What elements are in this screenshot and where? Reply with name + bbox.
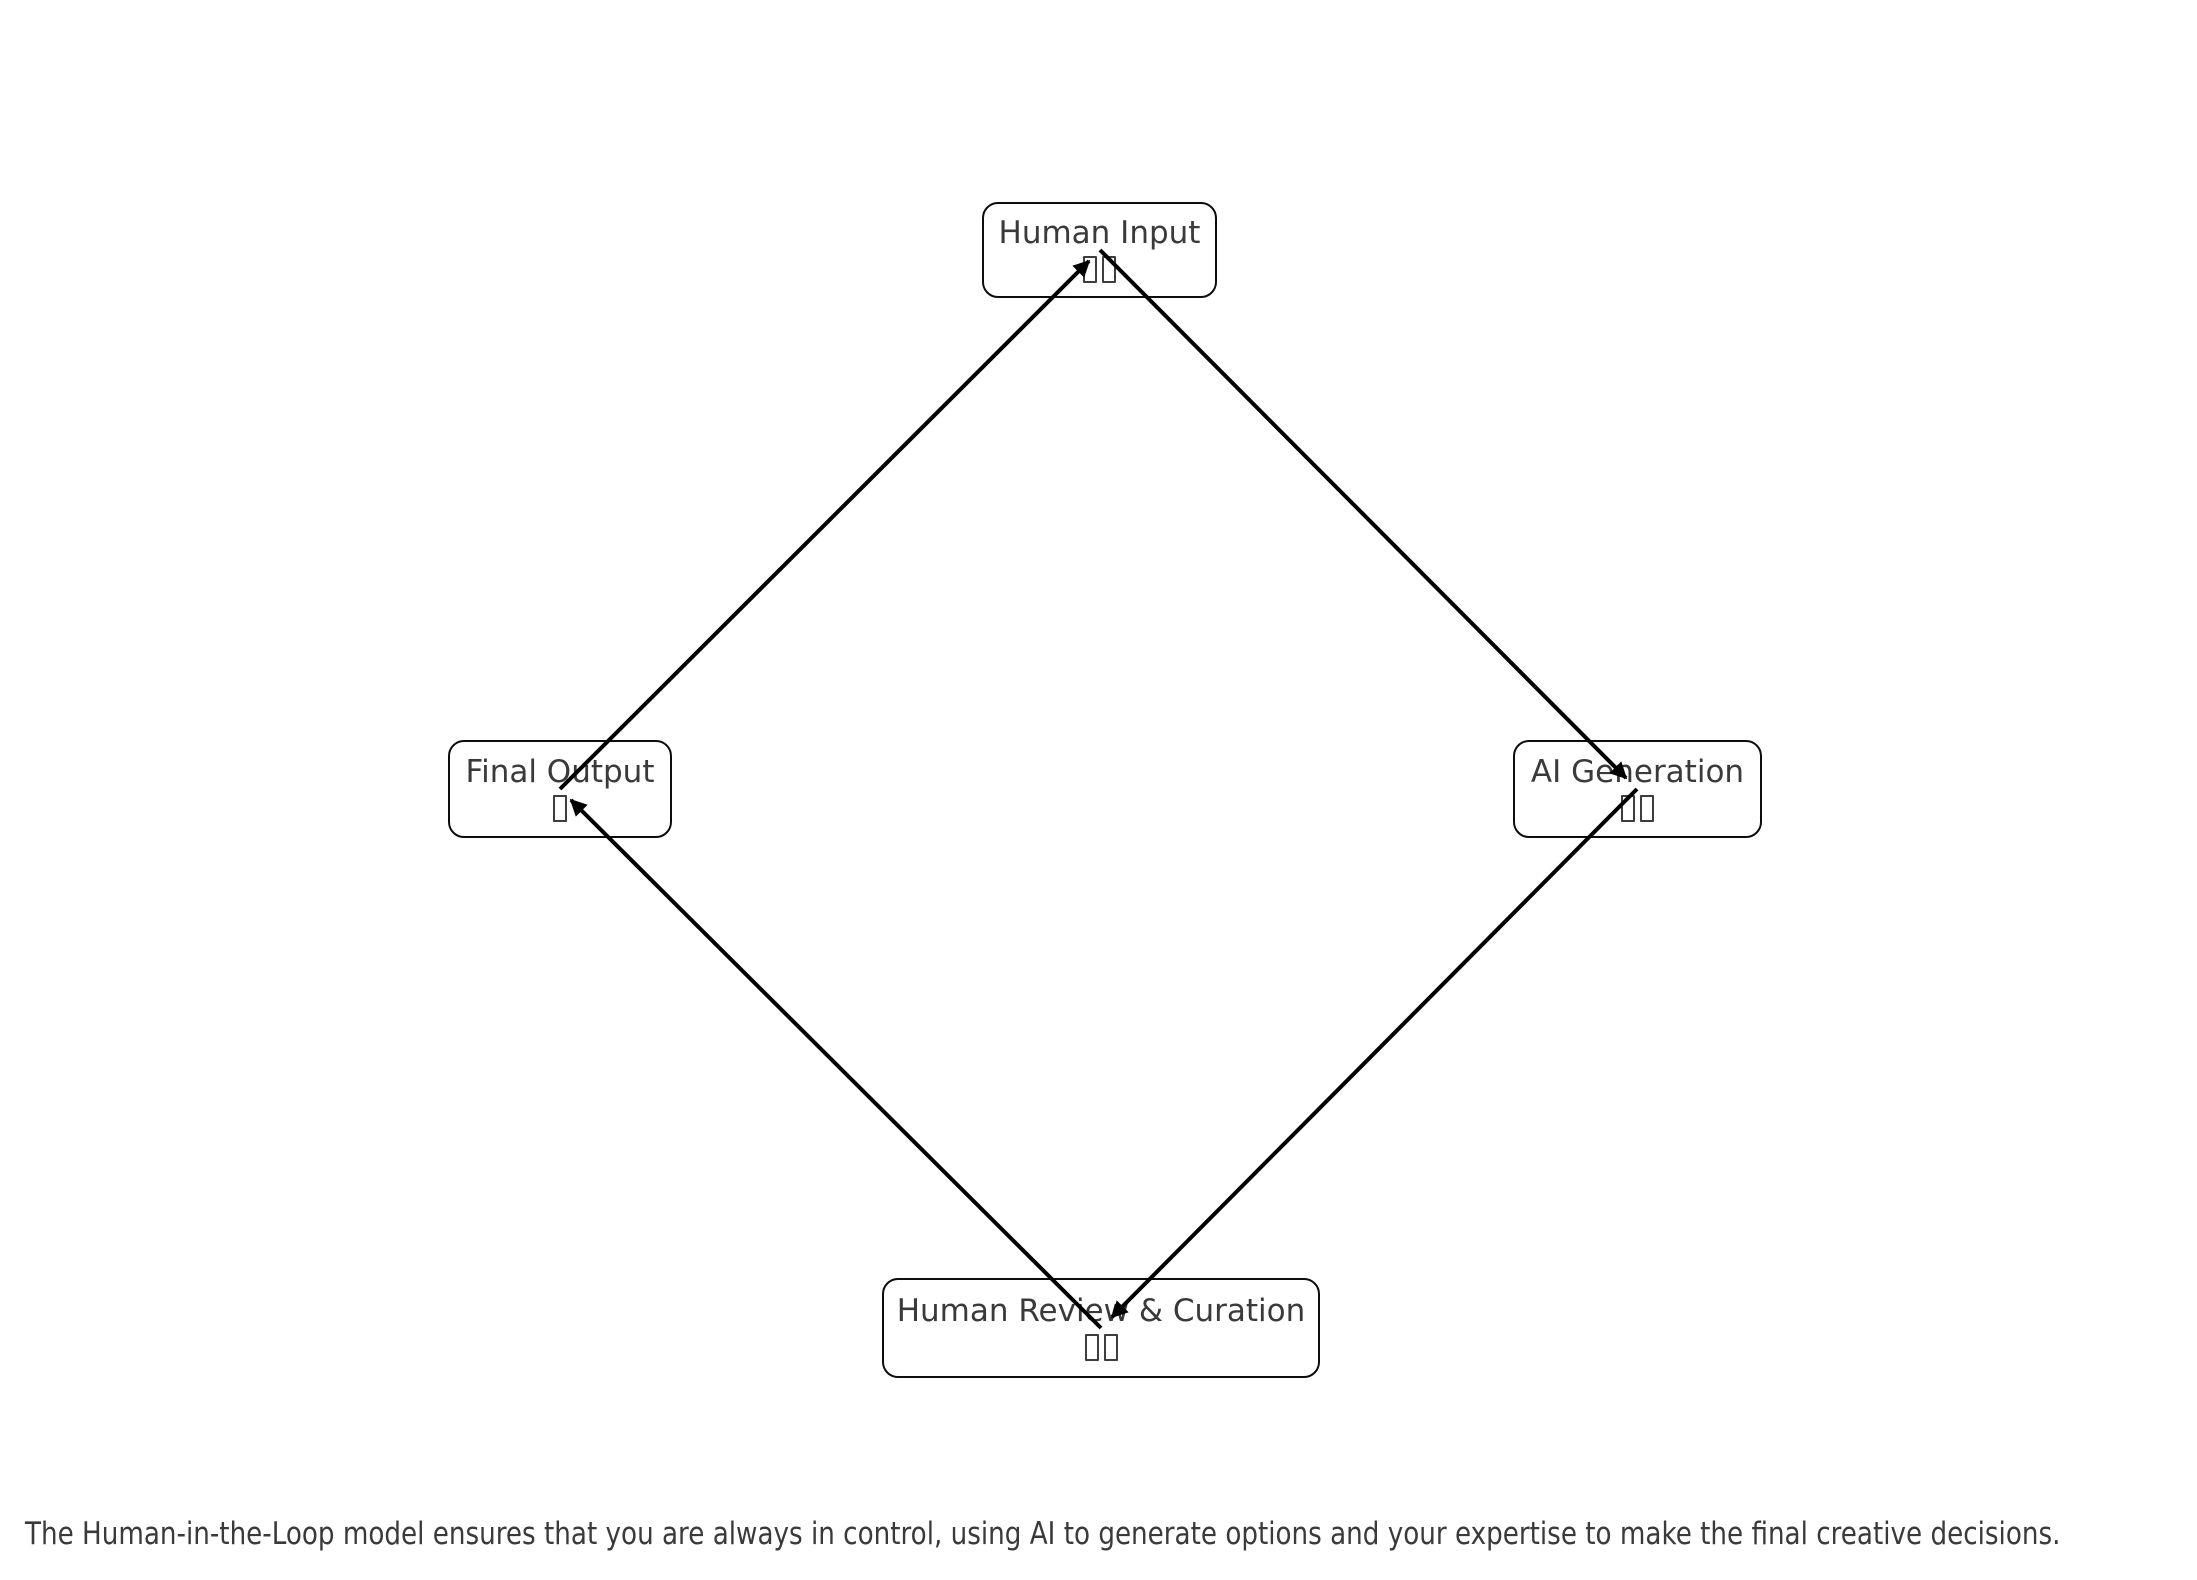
node-human-review: Human Review & Curation	[882, 1278, 1320, 1378]
missing-emoji-icon	[1621, 794, 1654, 823]
edge-human-review-to-final-output	[569, 798, 1103, 1330]
missing-glyph-box	[1084, 1333, 1099, 1361]
node-human-input: Human Input	[982, 202, 1217, 298]
edge-human-input-to-ai-generation	[1098, 248, 1628, 780]
missing-glyph-box	[1103, 1333, 1118, 1361]
missing-glyph-box	[1102, 255, 1116, 283]
node-human-input-label: Human Input	[998, 215, 1201, 252]
missing-emoji-icon	[1084, 1333, 1118, 1362]
node-human-review-label: Human Review & Curation	[896, 1293, 1306, 1330]
edge-final-output-to-human-input	[558, 259, 1091, 791]
missing-glyph-box	[1083, 255, 1097, 283]
edge-ai-generation-to-human-review	[1110, 787, 1639, 1319]
node-ai-generation: AI Generation	[1513, 740, 1762, 838]
node-final-output-label: Final Output	[465, 754, 655, 791]
missing-emoji-icon	[1083, 255, 1116, 284]
missing-glyph-box	[553, 794, 567, 822]
node-final-output: Final Output	[448, 740, 672, 838]
missing-emoji-icon	[553, 794, 567, 823]
caption-text: The Human-in-the-Loop model ensures that…	[25, 1516, 2061, 1552]
missing-glyph-box	[1621, 794, 1635, 822]
node-ai-generation-label: AI Generation	[1530, 754, 1745, 791]
missing-glyph-box	[1640, 794, 1654, 822]
